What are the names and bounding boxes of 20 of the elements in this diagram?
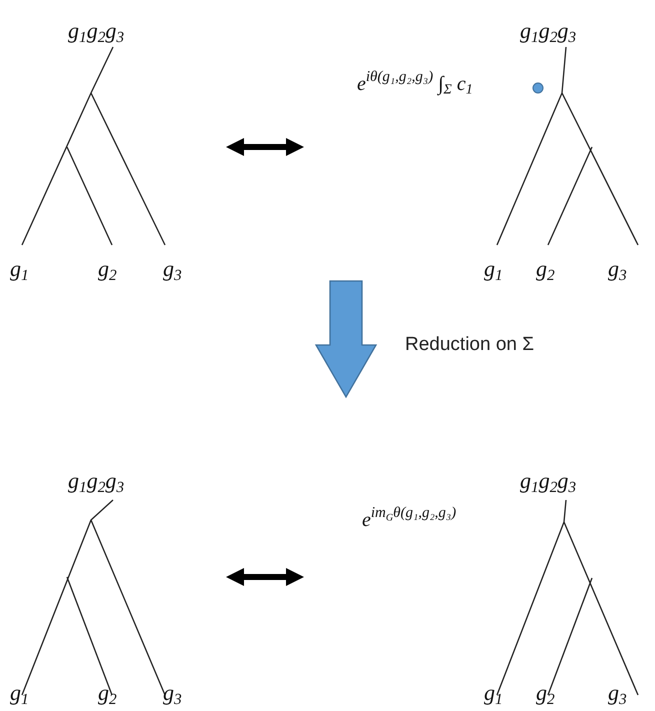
leaf-label: g$_{2}$ (536, 258, 555, 284)
double-arrow (226, 138, 304, 156)
reduction-label: Reduction on Σ (405, 334, 534, 356)
leaf-label: g$_{3}$ (608, 258, 627, 284)
root-label: g$_{1}$g$_{2}$g$_{3}$ (520, 20, 576, 46)
leaf-label: g$_{2}$ (98, 258, 117, 284)
leaf-label: g$_{3}$ (163, 682, 182, 708)
root-label: g$_{1}$g$_{2}$g$_{3}$ (68, 20, 124, 46)
leaf-label: g$_{1}$ (484, 258, 503, 284)
leaf-label: g$_{1}$ (10, 682, 29, 708)
root-label: g$_{1}$g$_{2}$g$_{3}$ (520, 470, 576, 496)
leaf-label: g$_{1}$ (10, 258, 29, 284)
leaf-label: g$_{2}$ (536, 682, 555, 708)
leaf-label: g$_{1}$ (484, 682, 503, 708)
leaf-label: g$_{3}$ (163, 258, 182, 284)
root-label: g$_{1}$g$_{2}$g$_{3}$ (68, 470, 124, 496)
leaf-label: g$_{2}$ (98, 682, 117, 708)
phase-formula: e$^{iθ(g₁,g₂,g₃)}$ ∫$_{Σ}$ c$_{1}$ (357, 70, 473, 98)
leaf-label: g$_{3}$ (608, 682, 627, 708)
double-arrow (226, 568, 304, 586)
